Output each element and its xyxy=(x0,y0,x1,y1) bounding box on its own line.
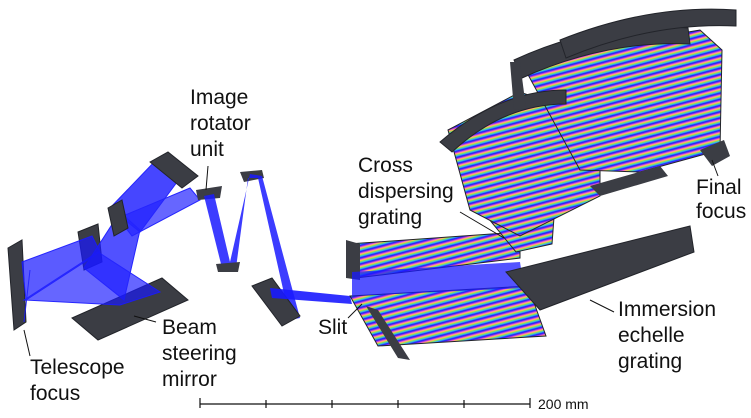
collimator-top-frame xyxy=(346,240,360,280)
final-focus-line-1: Final xyxy=(696,176,742,199)
fold-mirror-3 xyxy=(149,151,199,189)
fold-mirror-2 xyxy=(107,199,129,237)
camera-base xyxy=(590,166,668,196)
final-focus-detector xyxy=(700,140,730,166)
telescope-focus-plate xyxy=(7,239,27,331)
camera-lens-1 xyxy=(439,89,567,153)
beam-rays-left xyxy=(21,157,201,323)
final-focus-line-2: focus xyxy=(696,200,746,223)
leader-lines xyxy=(23,159,719,357)
telescope-focus-line-2: focus xyxy=(30,382,80,405)
immersion-echelle-line-1: Immersion xyxy=(618,298,716,321)
image-rotator-label: Image rotator unit xyxy=(190,86,257,161)
camera-housing-side xyxy=(510,62,526,110)
immersion-echelle-grating xyxy=(505,225,695,311)
scale-bar xyxy=(199,398,531,408)
slit-beam xyxy=(270,288,352,304)
immersion-echelle-label: Immersion echelle grating xyxy=(618,298,722,373)
scale-bar-label: 200 mm xyxy=(538,396,589,412)
cross-dispersing-label: Cross dispersing grating xyxy=(358,154,460,229)
collimator-bottom-frame xyxy=(366,306,410,360)
camera-and-cross-disperser xyxy=(439,8,737,253)
cross-dispersing-line-2: dispersing xyxy=(358,180,454,203)
beam-steering-line-2: steering xyxy=(162,342,237,365)
camera-lens-3 xyxy=(559,8,737,59)
telescope-focus-line-1: Telescope xyxy=(30,356,125,379)
rotator-mirror-3 xyxy=(216,262,240,272)
beam-steering-line-3: mirror xyxy=(162,368,217,391)
beam-steering-label: Beam steering mirror xyxy=(162,316,243,391)
immersion-echelle-line-3: grating xyxy=(618,350,682,373)
cross-dispersing-line-3: grating xyxy=(358,206,422,229)
immersion-echelle-line-2: echelle xyxy=(618,324,685,347)
cross-dispersing-line-1: Cross xyxy=(358,154,413,177)
collimator-mid xyxy=(352,262,524,296)
telescope-focus-label: Telescope focus xyxy=(30,356,130,405)
slit-collimator-assembly xyxy=(346,231,547,360)
image-rotator-line-2: rotator xyxy=(190,112,251,135)
rotator-mirror-1 xyxy=(196,186,222,200)
image-rotator-line-3: unit xyxy=(190,138,224,161)
relay-mirror xyxy=(251,277,301,327)
beam-steering-line-1: Beam xyxy=(162,316,217,339)
final-focus-label: Final focus xyxy=(696,176,747,223)
slit-label: Slit xyxy=(318,316,347,339)
image-rotator-line-1: Image xyxy=(190,86,248,109)
